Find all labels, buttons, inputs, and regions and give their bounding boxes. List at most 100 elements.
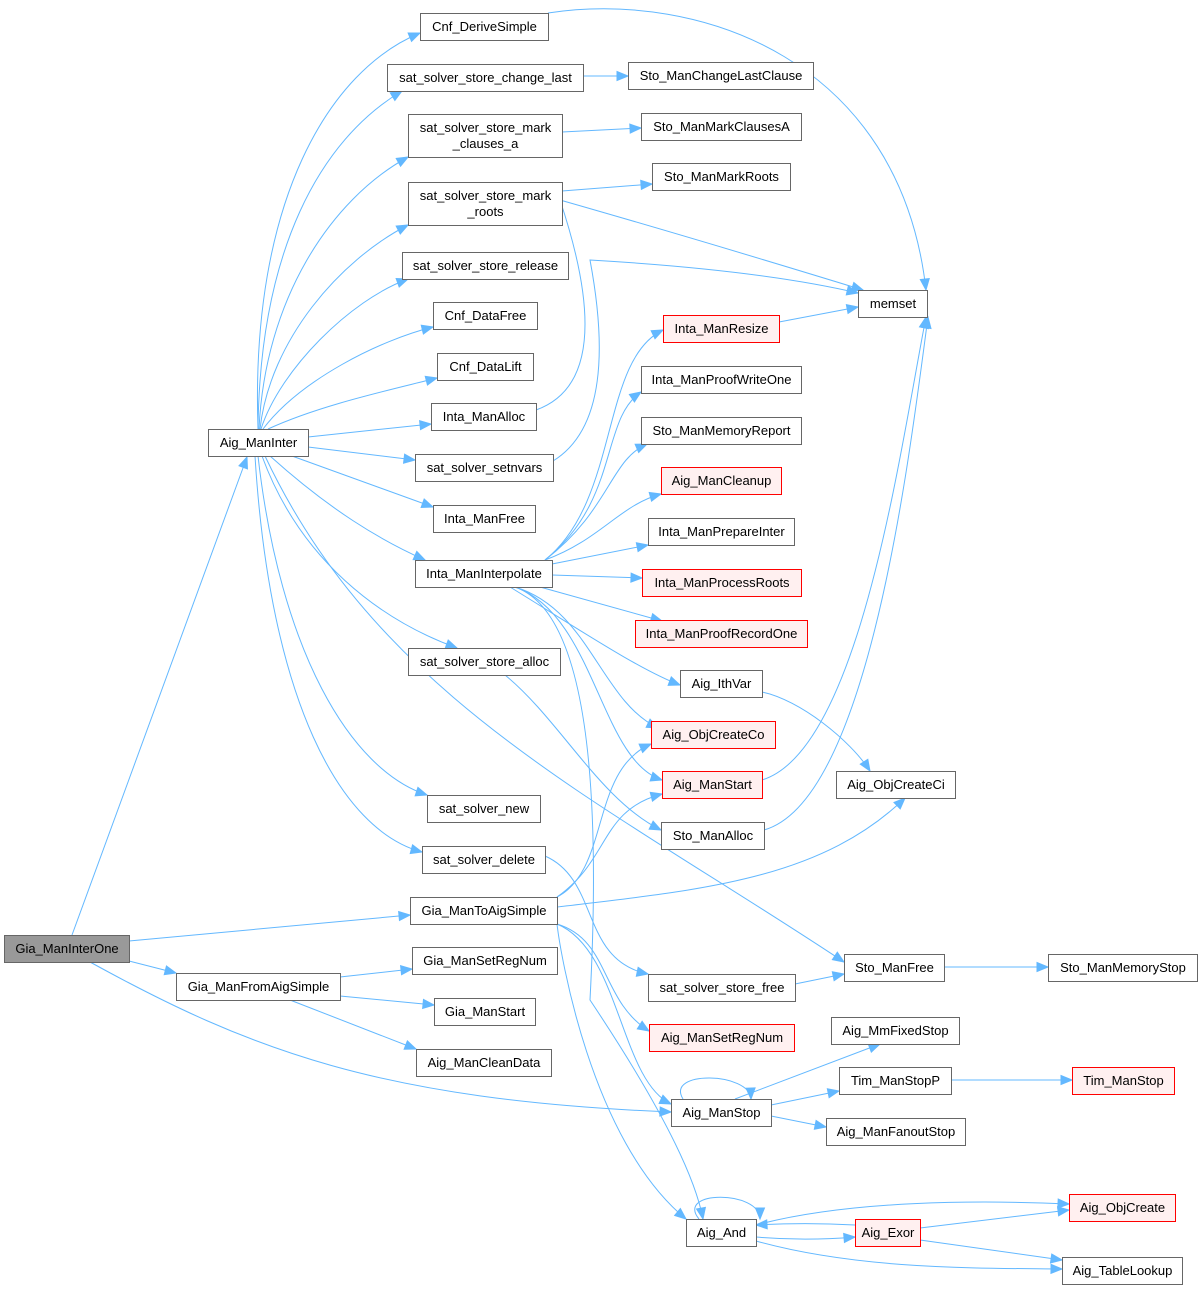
node-sto-manmemorystop[interactable]: Sto_ManMemoryStop bbox=[1048, 954, 1198, 982]
node-inta-manalloc[interactable]: Inta_ManAlloc bbox=[431, 403, 537, 431]
node-box bbox=[839, 1067, 952, 1095]
node-gia-manstart[interactable]: Gia_ManStart bbox=[434, 998, 536, 1026]
node-inta-manprepareinter[interactable]: Inta_ManPrepareInter bbox=[648, 518, 795, 546]
node-sat-solver-new[interactable]: sat_solver_new bbox=[427, 795, 541, 823]
node-sat-solver-store-free[interactable]: sat_solver_store_free bbox=[648, 974, 796, 1002]
edge-aig-maninter-to-cnf-datalift bbox=[267, 375, 439, 430]
node-aig-mancleanup[interactable]: Aig_ManCleanup bbox=[661, 467, 782, 495]
edge-line bbox=[919, 1239, 1063, 1261]
node-aig-objcreateci[interactable]: Aig_ObjCreateCi bbox=[836, 771, 956, 799]
arrowhead-icon bbox=[628, 391, 643, 403]
arrowhead-icon bbox=[845, 303, 860, 315]
node-sat-solver-store-change-last[interactable]: sat_solver_store_change_last bbox=[387, 64, 584, 92]
node-box bbox=[422, 846, 546, 874]
node-label: Aig_ObjCreateCi bbox=[847, 777, 945, 792]
node-sto-manchangelastclause[interactable]: Sto_ManChangeLastClause bbox=[628, 62, 814, 90]
node-sto-manalloc[interactable]: Sto_ManAlloc bbox=[661, 822, 765, 850]
node-label: memset bbox=[870, 296, 917, 311]
node-sat-solver-setnvars[interactable]: sat_solver_setnvars bbox=[415, 454, 554, 482]
node-label: sat_solver_store_change_last bbox=[399, 70, 572, 85]
node-aig-mansetregnum[interactable]: Aig_ManSetRegNum bbox=[649, 1024, 795, 1052]
arrowhead-icon bbox=[407, 32, 422, 43]
node-memset[interactable]: memset bbox=[858, 290, 928, 318]
arrowhead-icon bbox=[648, 491, 663, 503]
node-box bbox=[641, 366, 802, 394]
arrowhead-icon bbox=[395, 224, 410, 235]
node-tim-manstopp[interactable]: Tim_ManStopP bbox=[839, 1067, 952, 1095]
edge-line bbox=[509, 586, 681, 686]
node-box bbox=[427, 795, 541, 823]
node-aig-tablelookup[interactable]: Aig_TableLookup bbox=[1062, 1257, 1183, 1285]
node-aig-mancleandata[interactable]: Aig_ManCleanData bbox=[416, 1049, 552, 1077]
arrowhead-icon bbox=[635, 542, 650, 553]
edge-aig-maninter-to-sto-manfree bbox=[264, 455, 846, 963]
edge-gia-manfromaigsimple-to-gia-mansetregnum bbox=[339, 965, 414, 978]
node-gia-manfromaigsimple[interactable]: Gia_ManFromAigSimple bbox=[176, 973, 341, 1001]
node-sto-manfree[interactable]: Sto_ManFree bbox=[844, 954, 945, 982]
arrowhead-icon bbox=[638, 743, 653, 754]
node-inta-maninterpolate[interactable]: Inta_ManInterpolate bbox=[415, 560, 553, 588]
node-label: Aig_Exor bbox=[862, 1225, 915, 1240]
arrowhead-icon bbox=[893, 797, 906, 810]
arrowhead-icon bbox=[636, 1020, 651, 1032]
node-inta-manfree[interactable]: Inta_ManFree bbox=[433, 505, 536, 533]
node-inta-manresize[interactable]: Inta_ManResize bbox=[663, 315, 780, 343]
node-aig-maninter[interactable]: Aig_ManInter bbox=[208, 429, 309, 457]
edge-line bbox=[547, 8, 927, 291]
edge-gia-maninterone-to-aig-maninter bbox=[71, 455, 248, 936]
node-sat-solver-store-alloc[interactable]: sat_solver_store_alloc bbox=[408, 648, 561, 676]
edge-sat-solver-store-alloc-to-sto-manalloc bbox=[504, 674, 663, 831]
node-box bbox=[661, 467, 782, 495]
node-gia-mantoaigsimple[interactable]: Gia_ManToAigSimple bbox=[410, 897, 558, 925]
node-label: Aig_And bbox=[697, 1225, 746, 1240]
node-cnf-datafree[interactable]: Cnf_DataFree bbox=[433, 302, 538, 330]
arrowhead-icon bbox=[1057, 1198, 1071, 1209]
node-inta-manprocessroots[interactable]: Inta_ManProcessRoots bbox=[642, 569, 802, 597]
node-box bbox=[420, 13, 549, 41]
arrowhead-icon bbox=[845, 285, 860, 296]
node-box bbox=[408, 114, 563, 158]
edge-aig-exor-to-aig-and bbox=[754, 1219, 856, 1230]
node-aig-objcreateco[interactable]: Aig_ObjCreateCo bbox=[651, 721, 776, 749]
edge-line bbox=[267, 377, 438, 430]
arrowhead-icon bbox=[640, 179, 654, 191]
node-label: Tim_ManStop bbox=[1083, 1073, 1163, 1088]
node-inta-manproofwriteone[interactable]: Inta_ManProofWriteOne bbox=[641, 366, 802, 394]
node-aig-manstop[interactable]: Aig_ManStop bbox=[671, 1099, 772, 1127]
node-sat-solver-store-mark-roots[interactable]: sat_solver_store_mark_roots bbox=[408, 182, 563, 226]
node-aig-and[interactable]: Aig_And bbox=[686, 1219, 757, 1247]
node-box bbox=[1048, 954, 1198, 982]
node-aig-mmfixedstop[interactable]: Aig_MmFixedStop bbox=[831, 1017, 960, 1045]
node-label: sat_solver_store_mark bbox=[420, 188, 552, 203]
arrowhead-icon bbox=[831, 951, 846, 963]
edge-inta-maninterpolate-to-aig-manstart bbox=[514, 586, 664, 782]
node-aig-ithvar[interactable]: Aig_IthVar bbox=[680, 670, 763, 698]
node-aig-manfanoutstop[interactable]: Aig_ManFanoutStop bbox=[826, 1118, 966, 1146]
edge-line bbox=[778, 306, 859, 323]
node-sto-manmarkroots[interactable]: Sto_ManMarkRoots bbox=[652, 163, 791, 191]
node-box bbox=[648, 974, 796, 1002]
edge-line bbox=[763, 316, 929, 831]
node-sat-solver-store-release[interactable]: sat_solver_store_release bbox=[402, 252, 569, 280]
node-aig-objcreate[interactable]: Aig_ObjCreate bbox=[1069, 1194, 1176, 1222]
edge-line bbox=[551, 574, 643, 579]
edge-line bbox=[256, 32, 421, 430]
edge-line bbox=[761, 691, 871, 772]
node-cnf-derivesimple[interactable]: Cnf_DeriveSimple bbox=[420, 13, 549, 41]
node-sto-manmarkclausesa[interactable]: Sto_ManMarkClausesA bbox=[641, 113, 802, 141]
node-label: sat_solver_store_mark bbox=[420, 120, 552, 135]
node-sto-manmemoryreport[interactable]: Sto_ManMemoryReport bbox=[641, 417, 802, 445]
node-aig-manstart[interactable]: Aig_ManStart bbox=[662, 771, 763, 799]
edge-line bbox=[544, 443, 648, 561]
node-inta-manproofrecordone[interactable]: Inta_ManProofRecordOne bbox=[635, 620, 808, 648]
node-sat-solver-delete[interactable]: sat_solver_delete bbox=[422, 846, 546, 874]
arrowhead-icon bbox=[419, 419, 433, 431]
arrowhead-icon bbox=[695, 1206, 707, 1221]
node-cnf-datalift[interactable]: Cnf_DataLift bbox=[437, 353, 534, 381]
edge-line bbox=[544, 329, 664, 561]
node-gia-mansetregnum[interactable]: Gia_ManSetRegNum bbox=[412, 947, 558, 975]
edge-line bbox=[89, 961, 672, 1113]
node-aig-exor[interactable]: Aig_Exor bbox=[855, 1219, 921, 1247]
node-tim-manstop[interactable]: Tim_ManStop bbox=[1072, 1067, 1175, 1095]
node-sat-solver-store-mark-clauses-a[interactable]: sat_solver_store_mark_clauses_a bbox=[408, 114, 563, 158]
